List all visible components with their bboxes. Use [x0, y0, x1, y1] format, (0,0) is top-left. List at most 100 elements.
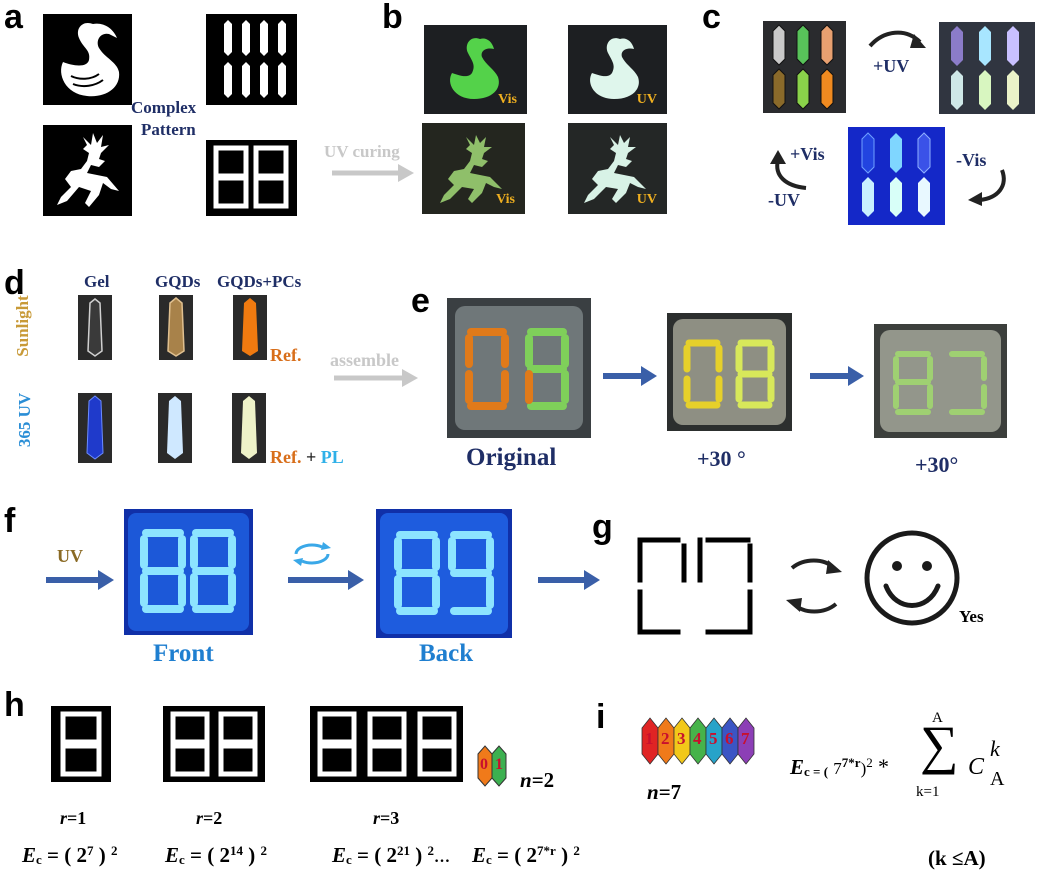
h-eq4-E: E — [472, 843, 487, 868]
i-hexagon-7 — [737, 717, 755, 765]
panel-label-c: c — [702, 0, 721, 36]
e-arrow-2 — [810, 366, 864, 386]
i-n-symbol: n — [647, 780, 659, 804]
i-constraint: (k ≤A) — [928, 846, 986, 871]
d-gel-sunlight — [78, 295, 112, 360]
d-col-gqds-pcs: GQDs+PCs — [217, 272, 302, 291]
h-eq4-sq: 2 — [573, 843, 580, 858]
f-front-photo — [124, 509, 253, 635]
e-arrow-1 — [603, 366, 657, 386]
h-eq3-sq: 2 — [427, 843, 435, 858]
h-eq3-E: E — [332, 843, 347, 868]
c-arrow-plus-uv — [868, 30, 926, 48]
swan-vis-photo: Vis — [424, 25, 527, 114]
c-sunlight-hexagons-photo — [763, 21, 846, 113]
h-eq2-sq: 2 — [260, 843, 268, 858]
h-eq1-E: E — [22, 843, 37, 868]
g-yes-label: Yes — [959, 607, 984, 626]
h-eq4-exp: 7*r — [537, 843, 556, 858]
e-30a-photo — [667, 313, 792, 431]
h-r3-value: =3 — [380, 808, 400, 828]
h-eq3-b: ) — [415, 843, 428, 868]
h-binary-hexagons: 0 1 — [477, 744, 507, 788]
panel-label-g: g — [592, 508, 613, 546]
b-vis-label-2: Vis — [496, 192, 515, 207]
deer-pattern-image — [43, 125, 132, 216]
h-r3-label: r=3 — [373, 808, 399, 829]
f-back-photo — [376, 509, 512, 638]
h-eq3-a: = ( 2 — [357, 843, 398, 868]
b-vis-label-1: Vis — [498, 92, 517, 107]
h-digits-r2 — [163, 706, 265, 782]
panel-label-h: h — [4, 686, 25, 724]
h-eq3-sub: c — [346, 852, 352, 868]
d-plus: + — [305, 447, 317, 467]
i-constraint-text: (k ≤A) — [928, 846, 986, 870]
panel-label-d: d — [4, 264, 25, 302]
h-equation-1: Ec = ( 27 ) 2 — [22, 843, 118, 868]
h-binary-digit-1: 1 — [495, 756, 503, 773]
i-hexagon-digit-2: 2 — [661, 729, 670, 748]
complex-pattern-label: Complex Pattern — [131, 97, 196, 141]
d-gqds-sunlight — [159, 295, 193, 360]
i-base: 7 — [833, 759, 842, 778]
i-sum-top: A — [932, 710, 943, 726]
d-gqds-pcs-sunlight — [233, 295, 267, 360]
uv-curing-arrow — [332, 164, 414, 182]
f-uv-label: UV — [57, 546, 83, 566]
h-eq2-b: ) — [248, 843, 261, 868]
c-plus-vis-label: +Vis — [790, 144, 825, 164]
d-col-gqds: GQDs — [155, 272, 201, 291]
d-row-365uv: 365 UV — [15, 392, 34, 448]
h-r1-value: =1 — [67, 808, 87, 828]
d-ref-label: Ref. — [270, 345, 302, 365]
h-eq2-sub: c — [179, 852, 185, 868]
c-arrow-plus-vis-minus-uv — [770, 150, 807, 190]
rotate-icon — [293, 542, 331, 566]
panel-label-a: a — [4, 0, 23, 36]
i-formula: Ec = ( 77*r)2 * A ∑ k=1 C k A — [790, 710, 1030, 810]
e-original-photo — [447, 298, 591, 438]
d-ref2: Ref. — [270, 447, 302, 467]
i-hexagon-digit-7: 7 — [741, 729, 750, 748]
i-n-equals-7: n=7 — [647, 780, 681, 805]
c-arrow-minus-vis — [968, 169, 1006, 206]
h-r2-value: =2 — [203, 808, 223, 828]
panel-label-e: e — [411, 282, 430, 320]
h-n-value: =2 — [531, 768, 555, 792]
h-r1-label: r=1 — [60, 808, 86, 829]
h-r2-symbol: r — [196, 808, 204, 828]
i-paren: ) — [860, 759, 867, 778]
h-eq4-a: = ( 2 — [497, 843, 538, 868]
c-plus-uv-label: +UV — [873, 56, 910, 76]
i-hexagon-digit-5: 5 — [709, 729, 718, 748]
h-eq3-dots: … — [434, 849, 451, 867]
panel-label-b: b — [382, 0, 403, 36]
d-gqds-uv — [158, 393, 192, 463]
i-sum-symbol: ∑ — [920, 715, 959, 775]
c-uv-hexagons-photo — [939, 22, 1035, 114]
d-gqds-pcs-uv — [232, 393, 266, 463]
h-r2-label: r=2 — [196, 808, 222, 829]
h-digits-r3 — [310, 706, 463, 782]
h-eq4-sub: c — [486, 852, 492, 868]
complex-label-line1: Complex — [131, 98, 197, 117]
d-gel-uv — [78, 393, 112, 463]
i-sq: 2 — [866, 754, 873, 770]
i-C: C — [968, 754, 985, 780]
f-back-label: Back — [419, 640, 474, 667]
c-blue-hexagons-photo — [848, 127, 945, 225]
e-label-30a: +30 ° — [697, 446, 746, 471]
h-r1-symbol: r — [60, 808, 68, 828]
h-eq2-exp: 14 — [230, 843, 244, 858]
i-hexagon-digit-6: 6 — [725, 729, 734, 748]
i-hexagon-digit-1: 1 — [645, 729, 654, 748]
i-C-A: A — [990, 768, 1005, 790]
i-times: * — [878, 754, 890, 779]
i-n-value: =7 — [658, 780, 682, 804]
deer-vis-photo: Vis — [422, 123, 525, 214]
h-digit-r1 — [51, 706, 111, 782]
f-uv-arrow — [46, 570, 114, 590]
d-ref-plus-pl: Ref. + PL — [270, 447, 344, 468]
